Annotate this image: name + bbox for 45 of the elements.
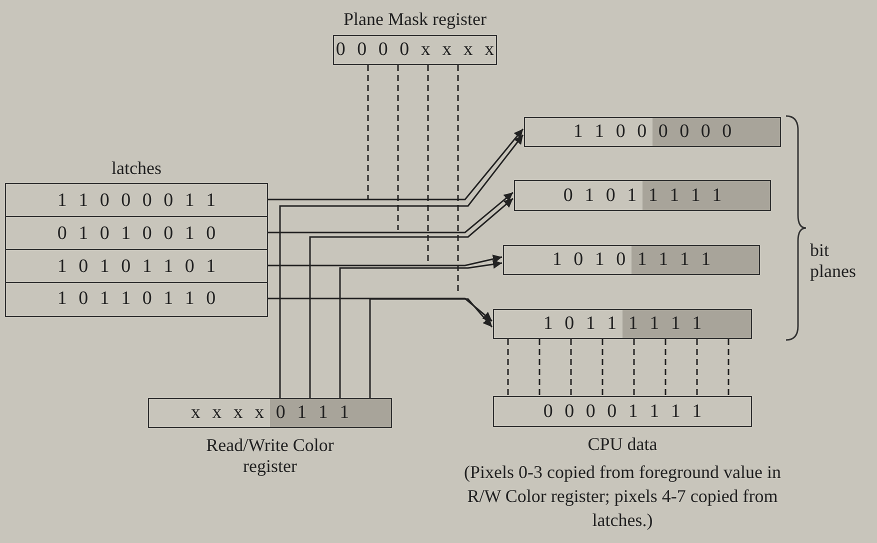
arrow [279, 134, 524, 398]
arrow [268, 128, 524, 200]
register-label: latches [112, 158, 162, 179]
bit-values: 0 0 0 0 x x x x [336, 39, 494, 61]
latch-row [5, 216, 268, 250]
register-label: Plane Mask register [344, 9, 486, 30]
dashed-line [427, 65, 429, 262]
bit-values: 1 1 0 0 0 0 0 0 [573, 121, 732, 143]
latch-row [5, 183, 268, 218]
bit-values: 0 0 0 0 1 1 1 1 [543, 400, 702, 422]
register-label: Read/Write Color register [205, 435, 335, 477]
latch-row [5, 282, 268, 316]
bit-values: 1 0 1 0 1 1 0 1 [57, 256, 216, 278]
dashed-line [570, 339, 572, 396]
bit-values: 1 0 1 0 1 1 1 1 [552, 249, 711, 271]
arrow [268, 254, 502, 266]
dashed-line [664, 339, 666, 396]
bit-values: 1 0 1 1 1 1 1 1 [543, 313, 702, 335]
dashed-line [728, 339, 730, 396]
dashed-line [602, 339, 604, 396]
dashed-line [633, 339, 635, 396]
latch-row [5, 249, 268, 284]
dashed-line [367, 65, 369, 200]
bit-plane-box [493, 309, 752, 339]
dashed-line [397, 65, 399, 230]
bit-values: 1 1 0 0 0 0 1 1 [57, 190, 216, 212]
bit-values: x x x x 0 1 1 1 [190, 402, 350, 424]
arrow [309, 198, 514, 398]
bracket-label: bit planes [810, 240, 857, 282]
arrow [339, 260, 502, 398]
bit-values: 1 0 1 1 0 1 1 0 [57, 288, 216, 310]
dashed-line [457, 65, 459, 294]
bit-values: 0 1 0 1 0 0 1 0 [57, 222, 216, 245]
bit-values: 0 1 0 1 1 1 1 1 [563, 184, 722, 206]
dashed-line [507, 339, 509, 396]
bit-plane-box [514, 180, 771, 211]
arrow [268, 192, 514, 234]
dashed-line [538, 339, 540, 396]
arrow [369, 298, 493, 398]
dashed-line [696, 339, 698, 396]
register-label: CPU data [588, 434, 658, 455]
caption-text: (Pixels 0-3 copied from foreground value in R/W Color register; pixels 4-7 copied from latches.) [463, 461, 782, 532]
arrow [268, 298, 492, 322]
bit-plane-box [524, 117, 781, 147]
bit-plane-box [503, 245, 760, 275]
